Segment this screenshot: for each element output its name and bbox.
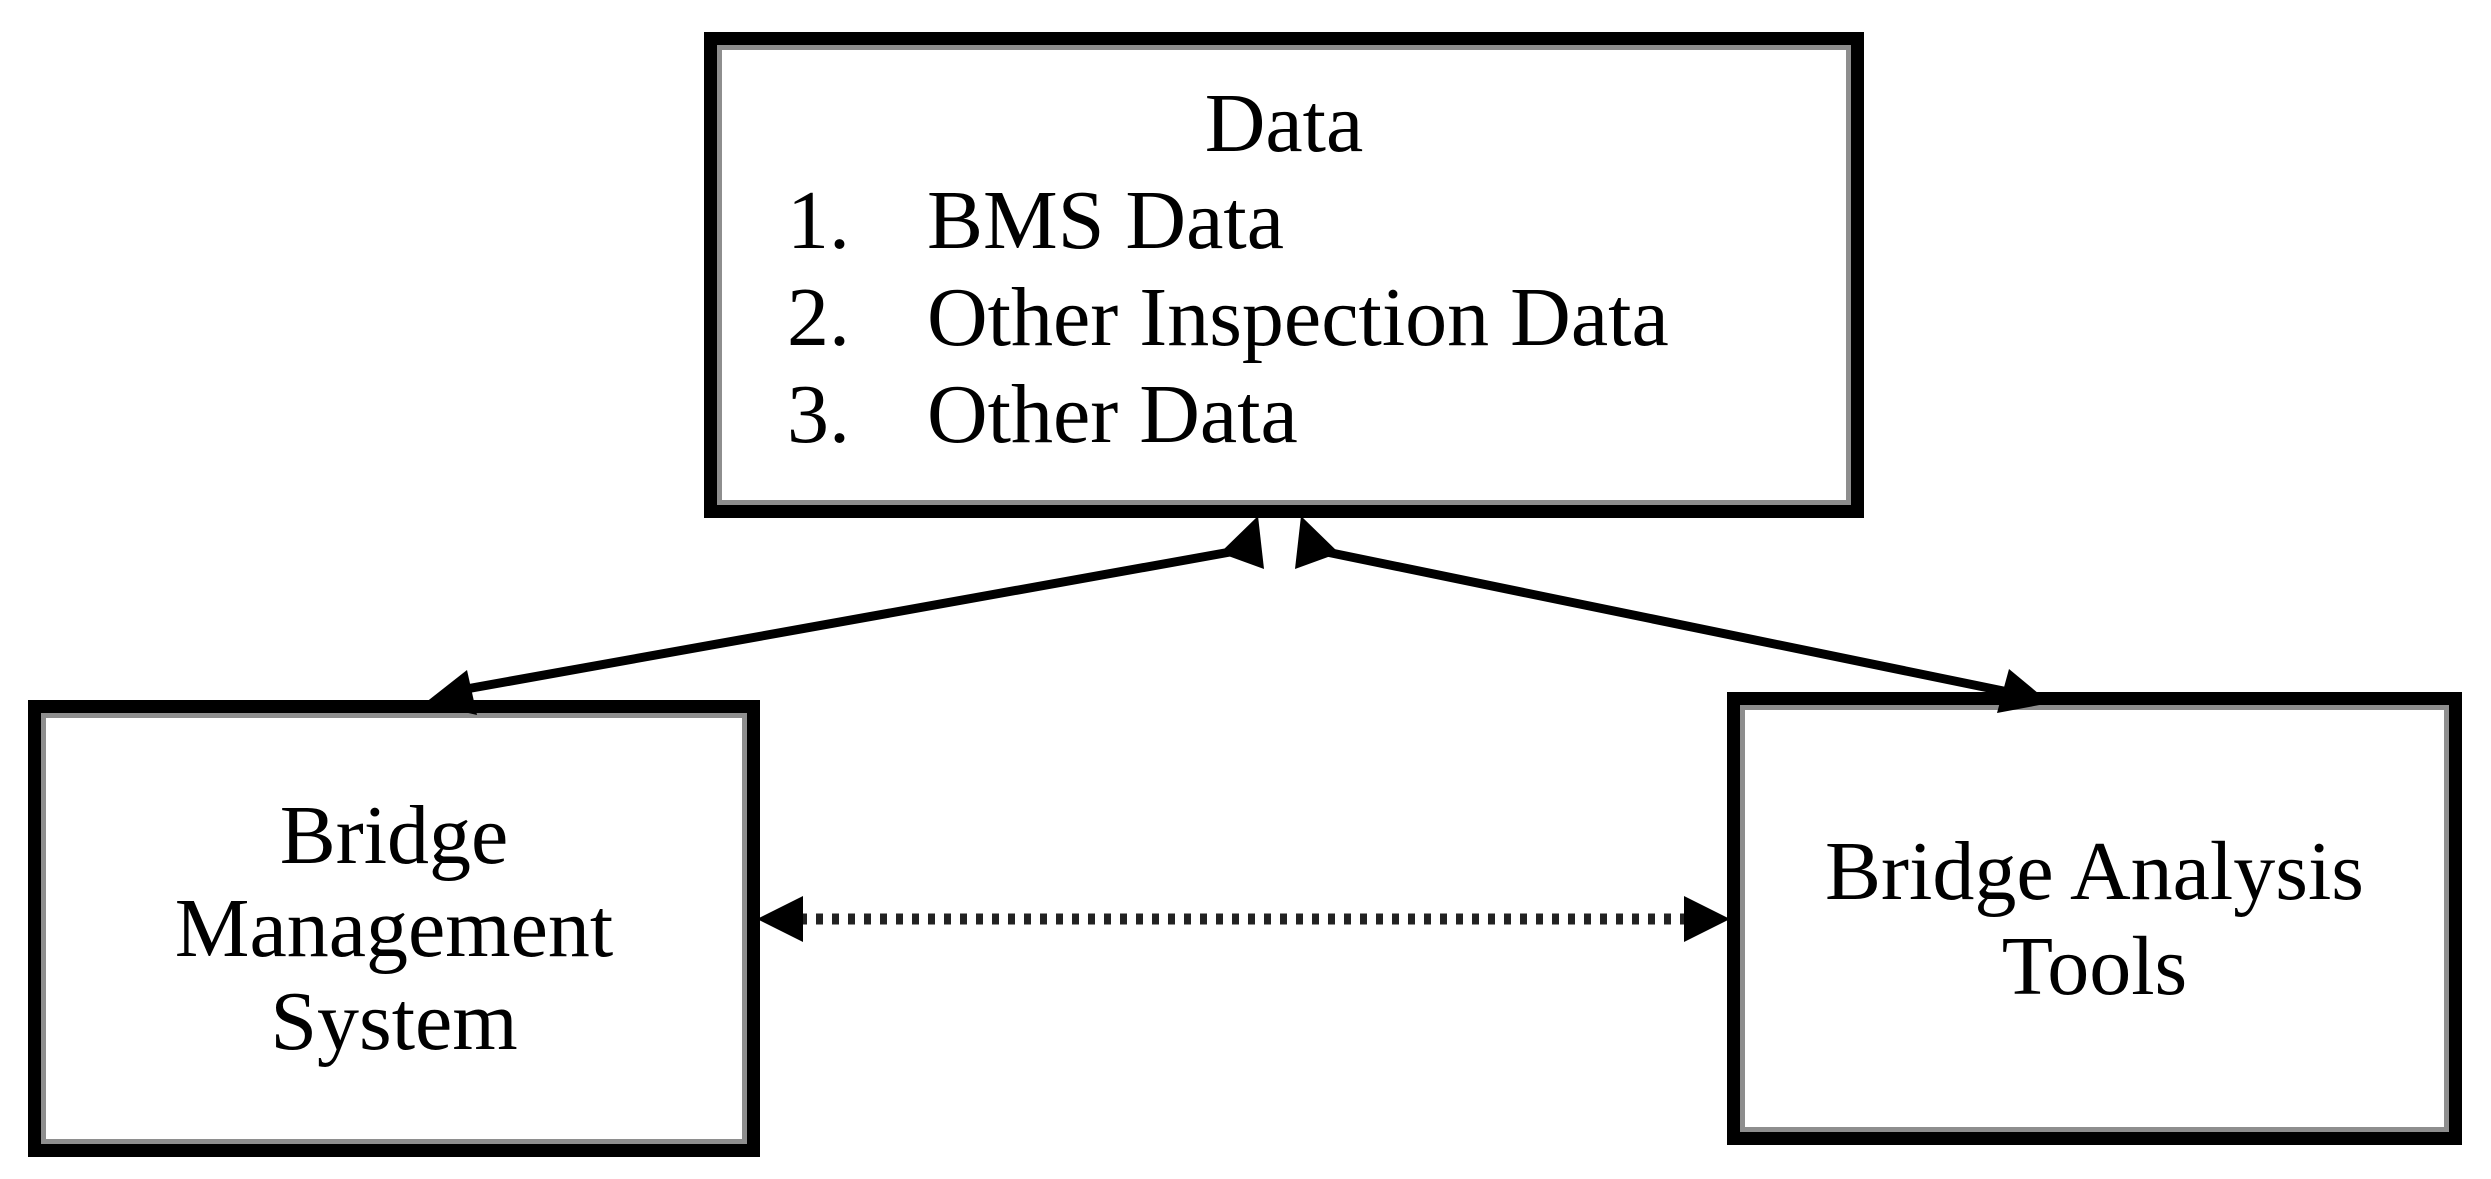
arrowhead-up-into-data bbox=[1295, 516, 1339, 569]
box-bridge-analysis-tools: Bridge Analysis Tools bbox=[1727, 692, 2462, 1145]
arrowhead-into-bms-right-edge bbox=[757, 896, 803, 942]
box-label-line: Tools bbox=[2001, 919, 2188, 1013]
list-item-number: 1. bbox=[787, 174, 850, 267]
connector-data-to-bat bbox=[1295, 516, 2050, 713]
list-item-number: 3. bbox=[787, 368, 850, 461]
box-data: Data 1. BMS Data 2. Other Inspection Dat… bbox=[704, 32, 1864, 518]
list-item-number: 2. bbox=[787, 271, 850, 364]
connector-bms-to-bat bbox=[757, 896, 1730, 942]
box-label-line: Management bbox=[174, 882, 614, 975]
box-bridge-management-system: Bridge Management System bbox=[28, 700, 760, 1157]
connector-line bbox=[454, 544, 1248, 696]
connector-data-to-bms bbox=[425, 516, 1264, 715]
list-item-label: Other Inspection Data bbox=[927, 271, 1669, 364]
data-list-item: 2. Other Inspection Data bbox=[717, 269, 1851, 366]
box-label-line: Bridge bbox=[279, 789, 509, 882]
data-list-item: 1. BMS Data bbox=[717, 172, 1851, 269]
data-box-title: Data bbox=[1204, 77, 1364, 170]
data-list: 1. BMS Data 2. Other Inspection Data 3. … bbox=[717, 172, 1851, 463]
arrowhead-into-bat-left-edge bbox=[1684, 896, 1730, 942]
data-list-item: 3. Other Data bbox=[717, 366, 1851, 463]
box-label-line: System bbox=[270, 975, 518, 1068]
list-item-label: Other Data bbox=[927, 368, 1298, 461]
box-label-line: Bridge Analysis bbox=[1825, 824, 2364, 918]
list-item-label: BMS Data bbox=[927, 174, 1284, 267]
arrowhead-up-into-data bbox=[1220, 516, 1264, 569]
connector-line bbox=[1311, 544, 2019, 699]
